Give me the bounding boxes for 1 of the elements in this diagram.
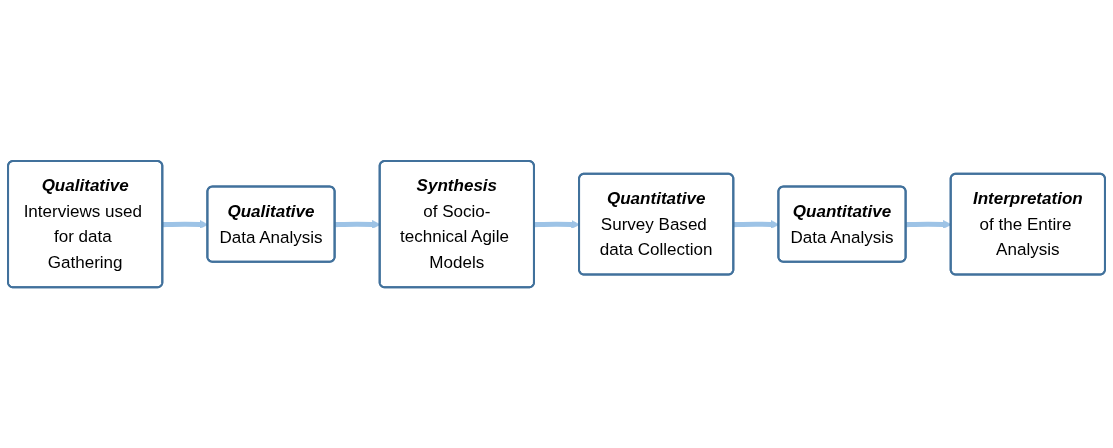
arrow xyxy=(534,219,580,229)
